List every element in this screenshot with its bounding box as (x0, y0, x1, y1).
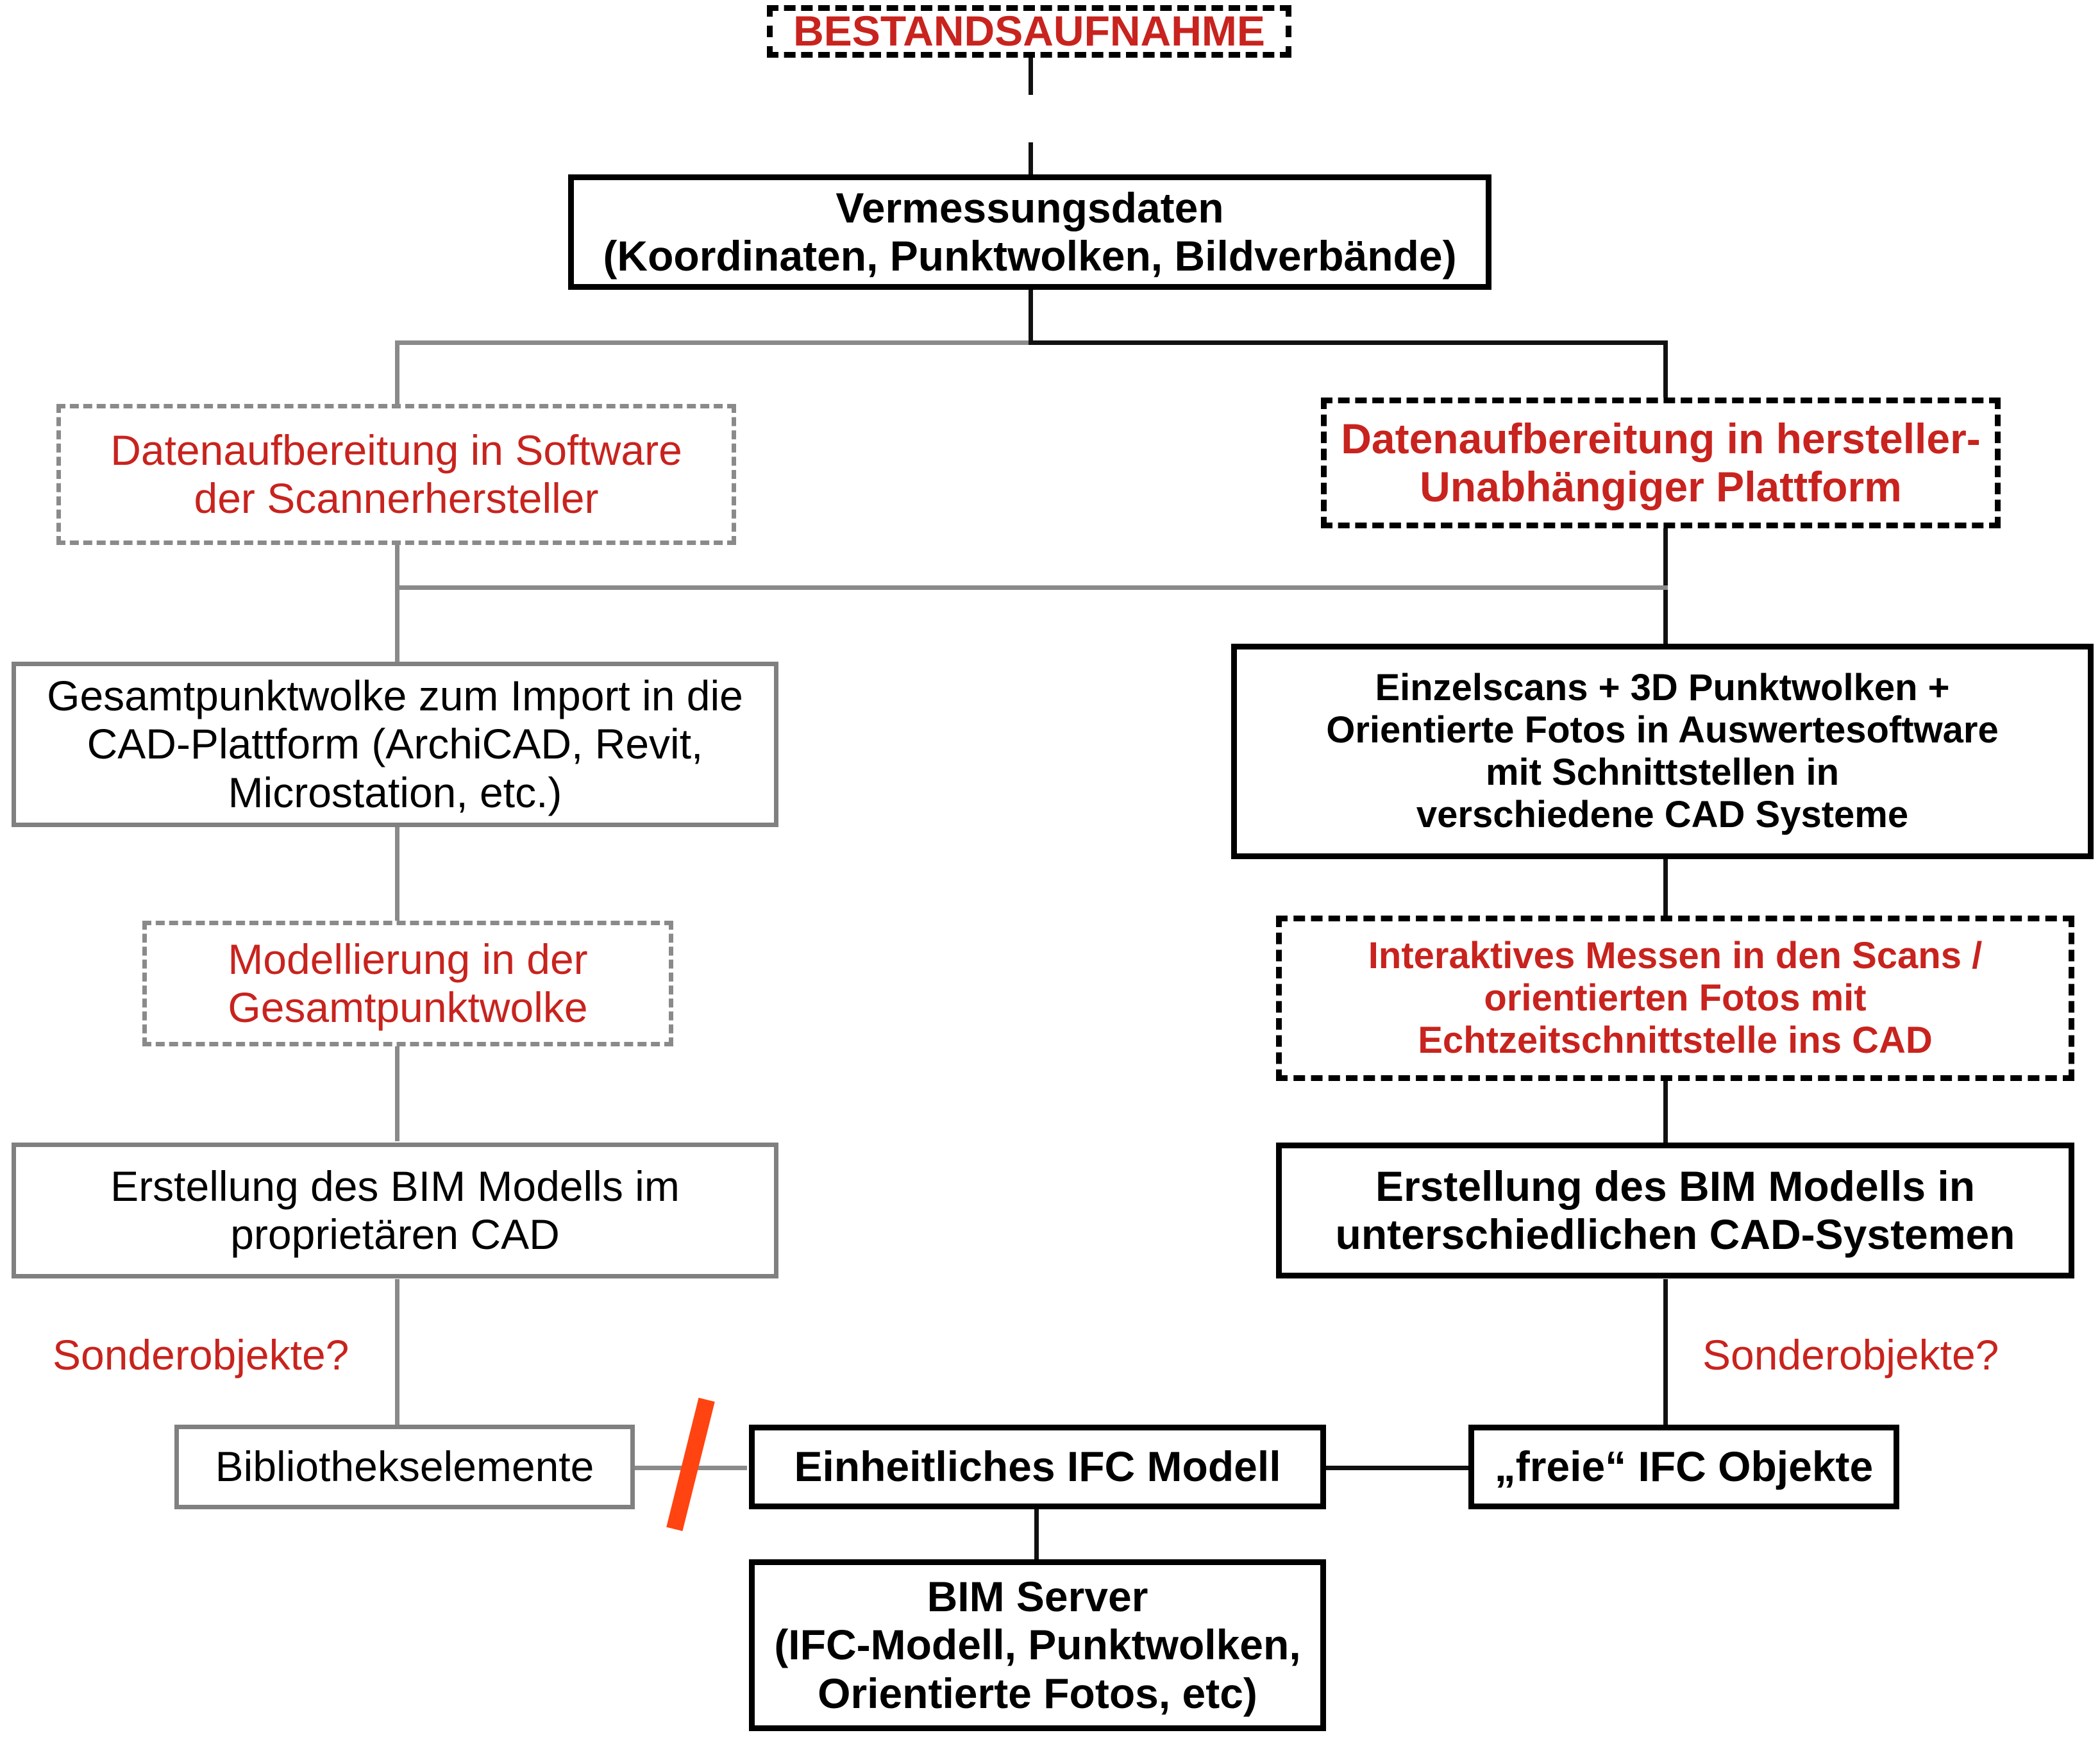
connector-bim-to-bibliothek (395, 1279, 399, 1425)
node-bim-unterschiedlich-line1: Erstellung des BIM Modells in (1375, 1162, 1976, 1210)
connector-ifc-to-freie (1324, 1466, 1472, 1470)
node-gesamtpunktwolke-line2: CAD-Plattform (ArchiCAD, Revit, (87, 720, 703, 768)
node-datenaufbereitung-scanner-line1: Datenaufbereitung in Software (110, 426, 682, 474)
node-modellierung-line1: Modellierung in der (228, 935, 588, 983)
node-vermessungsdaten-line2: (Koordinaten, Punktwolken, Bildverbände) (603, 232, 1457, 280)
connector-cross-left-to-right (395, 585, 1668, 590)
node-einzelscans-line1: Einzelscans + 3D Punktwolken + (1375, 666, 1950, 708)
node-bibliothekselemente-label: Bibliothekselemente (215, 1443, 594, 1491)
node-interaktives-messen-line2: orientierten Fotos mit (1484, 976, 1867, 1019)
node-freie-ifc[interactable]: „freie“ IFC Objekte (1468, 1425, 1899, 1509)
connector-gesamtpunktwolke-to-modellierung (395, 826, 399, 923)
label-sonderobjekte-left: Sonderobjekte? (53, 1331, 349, 1378)
connector-einzelscans-to-interaktives (1663, 858, 1668, 922)
node-bim-server-line1: BIM Server (927, 1573, 1148, 1621)
node-einzelscans-line4: verschiedene CAD Systeme (1416, 794, 1909, 836)
node-bibliothekselemente[interactable]: Bibliothekselemente (174, 1425, 635, 1509)
node-bim-server-line2: (IFC-Modell, Punktwolken, (774, 1621, 1301, 1669)
node-modellierung-line2: Gesamtpunktwolke (228, 984, 588, 1031)
label-sonderobjekte-right: Sonderobjekte? (1702, 1331, 1999, 1378)
node-interaktives-messen-line3: Echtzeitschnittstelle ins CAD (1418, 1019, 1933, 1062)
node-bim-proprietaer-line1: Erstellung des BIM Modells im (110, 1162, 680, 1210)
node-freie-ifc-label: „freie“ IFC Objekte (1494, 1443, 1874, 1491)
connector-split-bar-left (395, 340, 1033, 345)
node-bim-server[interactable]: BIM Server (IFC-Modell, Punktwolken, Ori… (749, 1559, 1326, 1731)
node-interaktives-messen[interactable]: Interaktives Messen in den Scans / orien… (1276, 916, 2074, 1081)
node-bim-proprietaer[interactable]: Erstellung des BIM Modells im proprietär… (12, 1143, 778, 1278)
node-gesamtpunktwolke-line3: Microstation, etc.) (228, 768, 562, 816)
connector-left-branch-stem (395, 545, 399, 667)
connector-modellierung-to-bim (395, 1045, 399, 1141)
node-datenaufbereitung-hersteller[interactable]: Datenaufbereitung in hersteller- Unabhän… (1321, 398, 2001, 528)
node-datenaufbereitung-scanner[interactable]: Datenaufbereitung in Software der Scanne… (56, 404, 736, 545)
node-vermessungsdaten[interactable]: Vermessungsdaten (Koordinaten, Punktwolk… (568, 174, 1491, 290)
connector-down-right-branch (1663, 340, 1668, 399)
node-einzelscans-line3: mit Schnittstellen in (1485, 751, 1840, 793)
connector-down-left-branch (395, 340, 399, 405)
node-gesamtpunktwolke-line1: Gesamtpunktwolke zum Import in die (47, 672, 743, 720)
node-einheitliches-ifc[interactable]: Einheitliches IFC Modell (749, 1425, 1326, 1509)
node-gesamtpunktwolke[interactable]: Gesamtpunktwolke zum Import in die CAD-P… (12, 662, 778, 827)
node-bestandsaufnahme-label: BESTANDSAUFNAHME (793, 7, 1265, 55)
connector-bim-to-freie-ifc (1663, 1279, 1668, 1425)
node-datenaufbereitung-scanner-line2: der Scannerhersteller (194, 474, 599, 522)
node-modellierung[interactable]: Modellierung in der Gesamtpunktwolke (142, 921, 673, 1046)
connector-ifc-to-bim-server (1034, 1503, 1039, 1561)
node-einzelscans-line2: Orientierte Fotos in Auswertesoftware (1326, 708, 1999, 751)
connector-bestand-to-vermessung (1029, 55, 1033, 95)
node-vermessungsdaten-line1: Vermessungsdaten (836, 183, 1224, 231)
node-datenaufbereitung-hersteller-line1: Datenaufbereitung in hersteller- (1341, 414, 1981, 462)
node-einzelscans[interactable]: Einzelscans + 3D Punktwolken + Orientier… (1231, 644, 2094, 859)
node-bim-proprietaer-line2: proprietären CAD (230, 1211, 560, 1258)
node-interaktives-messen-line1: Interaktives Messen in den Scans / (1368, 934, 1983, 976)
node-bim-server-line3: Orientierte Fotos, etc) (818, 1669, 1257, 1717)
connector-split-bar-right (1029, 340, 1668, 345)
connector-interaktives-to-bim (1663, 1079, 1668, 1143)
node-bestandsaufnahme[interactable]: BESTANDSAUFNAHME (767, 5, 1291, 58)
node-bim-unterschiedlich-line2: unterschiedlichen CAD-Systemen (1335, 1211, 2015, 1258)
node-bim-unterschiedlich[interactable]: Erstellung des BIM Modells in unterschie… (1276, 1143, 2074, 1278)
crossed-link-slash-icon (666, 1397, 715, 1532)
node-datenaufbereitung-hersteller-line2: Unabhängiger Plattform (1420, 463, 1902, 510)
node-einheitliches-ifc-label: Einheitliches IFC Modell (794, 1443, 1281, 1491)
